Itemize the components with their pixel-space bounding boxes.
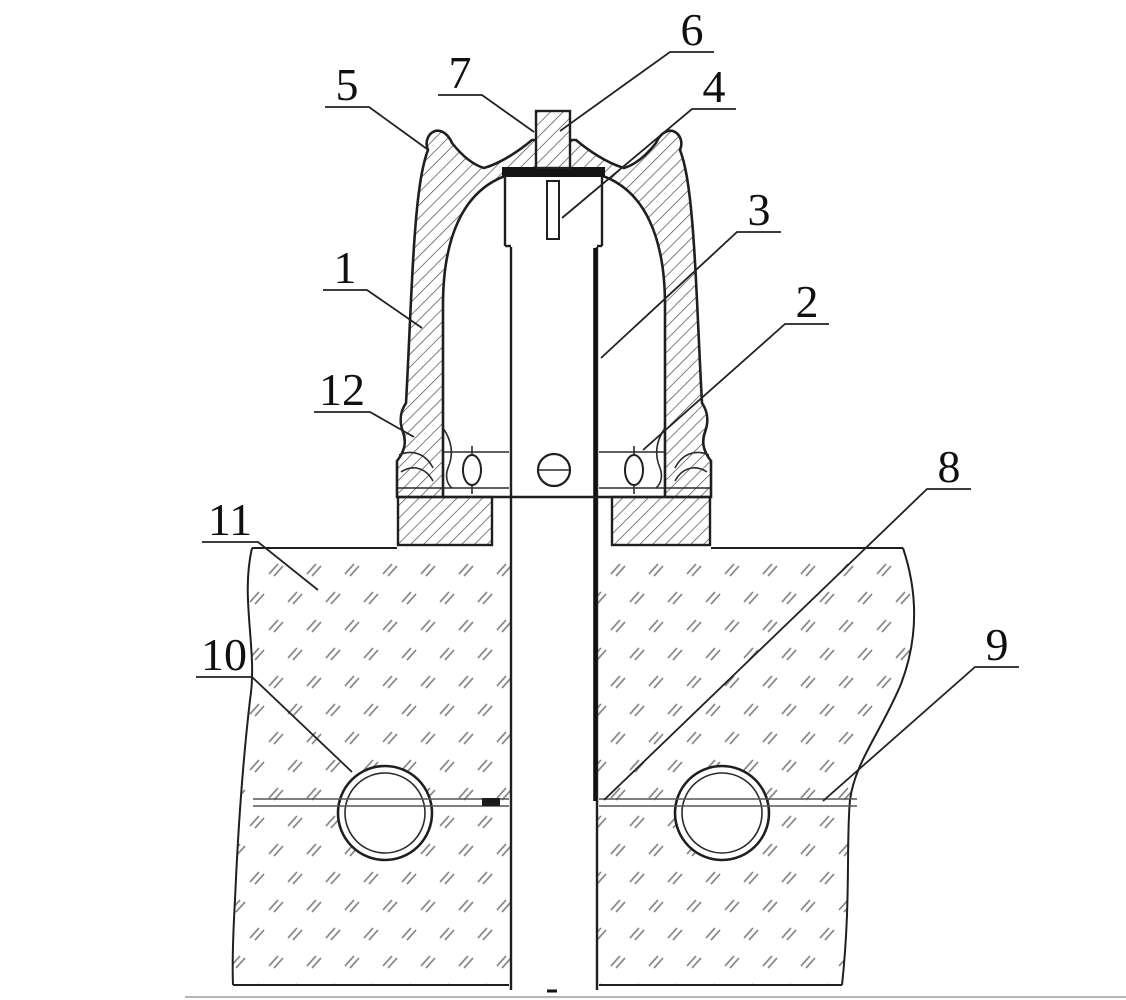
callout-2: 2	[642, 276, 829, 451]
callout-7-leader	[438, 94, 535, 133]
callout-1: 1	[323, 242, 423, 329]
callout-2-leader	[642, 323, 829, 451]
callout-labels: 1 2 3 4 5 6 7 8	[196, 4, 1019, 802]
callout-9-leader	[822, 666, 1019, 802]
callout-1-label: 1	[334, 242, 357, 293]
callout-5-leader	[325, 106, 428, 150]
callout-10-label: 10	[201, 629, 247, 680]
center-tube	[509, 246, 599, 993]
left-pipe-inner-ring	[344, 772, 426, 854]
flange-block-right	[610, 495, 712, 547]
callout-4-leader	[561, 108, 736, 219]
callout-1-leader	[323, 289, 423, 329]
inner-stem	[546, 180, 560, 240]
callout-9: 9	[822, 619, 1019, 802]
callout-3: 3	[600, 184, 781, 359]
callout-11: 11	[202, 494, 319, 591]
callout-10: 10	[196, 629, 353, 773]
callout-4: 4	[561, 61, 736, 219]
right-cross-pipe	[673, 764, 771, 862]
bell-housing	[395, 109, 713, 547]
callout-7: 7	[438, 47, 535, 133]
callout-9-label: 9	[986, 619, 1009, 670]
callout-12-leader	[314, 411, 415, 438]
left-port-ellipse	[462, 454, 482, 486]
callout-11-label: 11	[208, 494, 252, 545]
callout-2-label: 2	[796, 276, 819, 327]
callout-5-label: 5	[336, 59, 359, 110]
seal-detail-left-a	[398, 451, 434, 469]
callout-8-label: 8	[938, 441, 961, 492]
seal-detail-right-inner	[655, 427, 666, 489]
callout-4-label: 4	[703, 61, 726, 112]
cap-top-bar	[502, 167, 605, 177]
callout-10-leader	[196, 676, 353, 773]
callout-3-label: 3	[748, 184, 771, 235]
tube-bore	[512, 246, 596, 990]
callout-5: 5	[325, 59, 428, 150]
callout-8-leader	[603, 488, 971, 801]
ground-right-break-edge	[841, 547, 915, 986]
fracture-marker-dash	[482, 798, 500, 806]
right-port-ellipse	[624, 454, 644, 486]
right-pipe-inner-ring	[681, 772, 763, 854]
seal-detail-left-b	[400, 467, 434, 482]
seal-detail-right-a	[674, 451, 710, 469]
callout-6: 6	[559, 4, 714, 132]
horizontal-fracture-lines	[253, 798, 857, 807]
flange-block-left	[396, 495, 494, 547]
seal-detail-left-inner	[442, 427, 453, 489]
ground-left-break-edge	[231, 547, 254, 986]
callout-6-leader	[559, 51, 714, 132]
callout-6-label: 6	[681, 4, 704, 55]
top-plug	[534, 109, 572, 170]
left-cross-pipe	[336, 764, 434, 862]
callout-8: 8	[603, 441, 971, 801]
callout-3-leader	[600, 231, 781, 359]
callout-7-label: 7	[449, 47, 472, 98]
seal-detail-right-b	[674, 467, 708, 482]
callout-12: 12	[314, 364, 415, 438]
callout-12-label: 12	[319, 364, 365, 415]
callout-11-leader	[202, 541, 319, 591]
